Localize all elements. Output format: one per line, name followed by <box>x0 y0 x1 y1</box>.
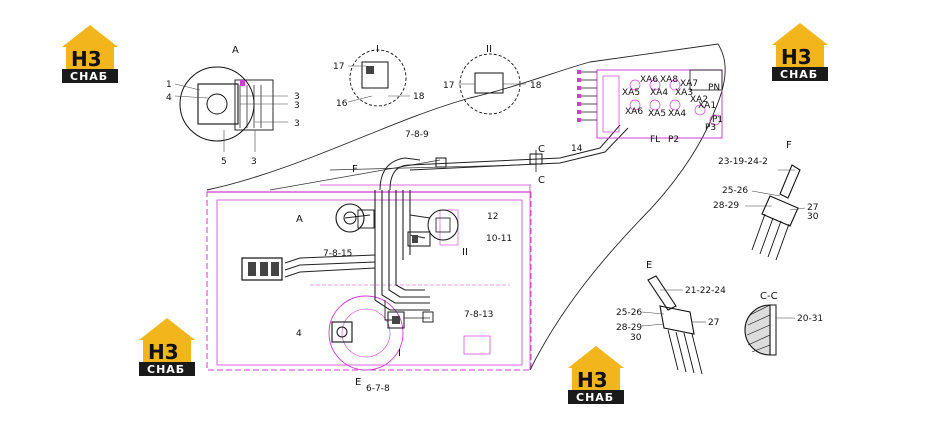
logo-bottom-center: H3 СНАБ <box>568 346 624 404</box>
part-label: 7-8-13 <box>464 310 493 320</box>
part-label: 21-22-24 <box>685 286 726 296</box>
part-label: 27 <box>807 203 818 213</box>
cab-component-A <box>335 203 375 233</box>
panel-label: PN <box>708 83 720 93</box>
part-label: 25-26 <box>722 186 748 196</box>
part-label: 6-7-8 <box>366 384 390 394</box>
detail-F-switch <box>745 164 806 261</box>
section-label-F: F <box>786 140 792 151</box>
part-label: 3 <box>294 92 300 102</box>
top-harness-connectors <box>435 150 543 172</box>
logo-text: СНАБ <box>147 363 185 376</box>
cab-component-4 <box>331 321 353 343</box>
part-label: 27 <box>708 318 719 328</box>
panel-label: XA8 <box>660 75 678 85</box>
logo-top-left: H3 СНАБ <box>62 25 118 83</box>
part-label: 23-19-24-2 <box>718 157 768 167</box>
detail-E-switch <box>641 275 706 375</box>
section-label-A-cab: A <box>296 214 303 225</box>
logo-mark: H3 <box>71 47 102 71</box>
section-label-II: II <box>486 44 492 55</box>
panel-label: XA4 <box>668 109 686 119</box>
part-label: 4 <box>166 93 172 103</box>
panel-label: XA2 <box>690 95 708 105</box>
cab-body-outline <box>206 43 726 371</box>
part-label: 30 <box>807 212 819 222</box>
cab-component-10-11 <box>407 231 431 247</box>
panel-label: P2 <box>668 135 679 145</box>
logo-text: СНАБ <box>780 68 818 81</box>
part-label: 28-29 <box>616 323 642 333</box>
part-label: 12 <box>487 212 498 222</box>
part-label: 25-26 <box>616 308 642 318</box>
part-label: 18 <box>413 92 425 102</box>
panel-label: XA6 <box>625 107 643 117</box>
part-label: 17 <box>333 62 344 72</box>
detail-C-C <box>744 304 795 356</box>
logo-mark: H3 <box>148 340 179 364</box>
section-label-C-C: C-C <box>760 291 778 302</box>
part-label: 7-8-9 <box>405 130 429 140</box>
section-label-F-cab: F <box>352 164 358 175</box>
part-label: 3 <box>294 101 300 111</box>
logo-mark: H3 <box>781 45 812 69</box>
part-label: 30 <box>630 333 642 343</box>
section-label-A: A <box>232 45 239 56</box>
logo-text: СНАБ <box>576 391 614 404</box>
control-panel: XA6 XA8 XA7 XA5 XA4 XA3 XA2 XA1 XA6 XA5 … <box>577 69 723 145</box>
cab-component-12 <box>427 209 459 241</box>
part-label: 17 <box>443 81 454 91</box>
part-label: 5 <box>221 157 227 167</box>
wire-harness <box>284 124 629 321</box>
section-label-C-top: C <box>538 144 545 155</box>
panel-label: XA5 <box>622 88 640 98</box>
section-label-I: I <box>376 44 379 55</box>
logo-text: СНАБ <box>70 70 108 83</box>
part-label: 14 <box>571 144 583 154</box>
panel-label: P3 <box>705 123 716 133</box>
panel-label: FL <box>650 135 660 145</box>
section-label-II-cab: II <box>462 247 468 258</box>
cab-component-I <box>387 311 430 329</box>
part-label: 3 <box>294 119 300 129</box>
panel-label: XA1 <box>698 101 716 111</box>
part-label: 18 <box>530 81 542 91</box>
logo-top-right: H3 СНАБ <box>772 23 828 81</box>
part-label: 3 <box>251 157 257 167</box>
detail-A <box>174 66 288 152</box>
panel-label: XA7 <box>680 79 698 89</box>
logo-bottom-left: H3 СНАБ <box>139 318 195 376</box>
logo-mark: H3 <box>577 368 608 392</box>
part-label: 16 <box>336 99 348 109</box>
section-label-E-cab: E <box>355 377 361 388</box>
part-label: 1 <box>166 80 172 90</box>
part-label: 7-8-15 <box>323 249 352 259</box>
detail-II <box>458 53 526 115</box>
panel-label: XA5 <box>648 109 666 119</box>
panel-label: XA3 <box>675 88 693 98</box>
cab-component-13 <box>422 311 434 323</box>
part-label: 4 <box>296 329 302 339</box>
section-label-C-bottom: C <box>538 175 545 186</box>
section-label-I-cab: I <box>398 348 401 359</box>
part-label: 28-29 <box>713 201 739 211</box>
part-label: 10-11 <box>486 234 512 244</box>
detail-I <box>347 49 410 107</box>
cab-outline <box>206 184 532 371</box>
section-label-E: E <box>646 260 652 271</box>
panel-label: XA6 <box>640 75 658 85</box>
panel-label: P1 <box>712 115 723 125</box>
left-connector <box>241 257 283 281</box>
part-label: 20-31 <box>797 314 823 324</box>
panel-label: XA4 <box>650 88 668 98</box>
